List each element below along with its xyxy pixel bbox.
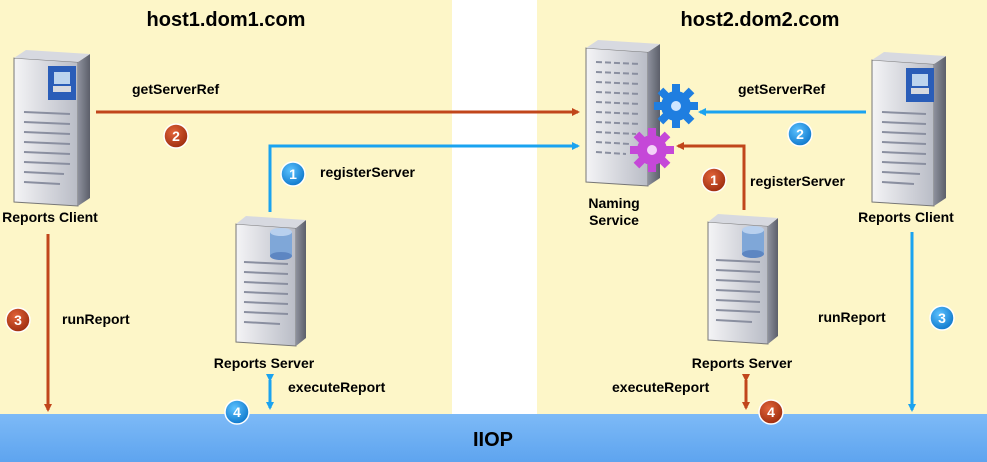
left-host-title: host1.dom1.com: [147, 9, 306, 31]
label-right-registerserver: registerServer: [750, 173, 846, 189]
svg-text:4: 4: [233, 404, 241, 420]
badge-left-step1: 1: [280, 161, 306, 187]
left-reports-client-icon: [13, 50, 90, 207]
label-left-getserverref: getServerRef: [132, 81, 219, 97]
left-reports-server-icon: [235, 216, 306, 347]
iiop-label: IIOP: [473, 429, 513, 451]
right-reports-client-icon: [871, 52, 946, 207]
right-reports-server-icon: [707, 214, 778, 345]
svg-text:1: 1: [289, 166, 297, 182]
badge-right-step4: 4: [758, 399, 784, 425]
badge-right-step3: 3: [929, 305, 955, 331]
naming-label-line2: Service: [589, 212, 639, 228]
svg-text:2: 2: [172, 128, 180, 144]
badge-left-step4: 4: [224, 399, 250, 425]
label-left-runreport: runReport: [62, 311, 130, 327]
naming-label-line1: Naming: [588, 195, 639, 211]
right-client-label: Reports Client: [858, 209, 954, 225]
right-server-label: Reports Server: [692, 355, 793, 371]
svg-text:2: 2: [796, 126, 804, 142]
naming-service-icon: [585, 40, 698, 187]
label-left-executereport: executeReport: [288, 379, 386, 395]
svg-text:3: 3: [938, 310, 946, 326]
badge-right-step2: 2: [787, 121, 813, 147]
iiop-bus: [0, 414, 987, 462]
label-right-runreport: runReport: [818, 309, 886, 325]
right-host-title: host2.dom2.com: [681, 9, 840, 31]
label-left-registerserver: registerServer: [320, 164, 416, 180]
arrow-left-registerserver: [268, 142, 580, 212]
arrow-right-registerserver: [676, 142, 746, 210]
svg-text:3: 3: [14, 312, 22, 328]
svg-text:1: 1: [710, 172, 718, 188]
badge-left-step2: 2: [163, 123, 189, 149]
svg-text:4: 4: [767, 404, 775, 420]
left-server-label: Reports Server: [214, 355, 315, 371]
label-right-getserverref: getServerRef: [738, 81, 825, 97]
label-right-executereport: executeReport: [612, 379, 710, 395]
left-client-label: Reports Client: [2, 209, 98, 225]
badge-right-step1: 1: [701, 167, 727, 193]
badge-left-step3: 3: [5, 307, 31, 333]
